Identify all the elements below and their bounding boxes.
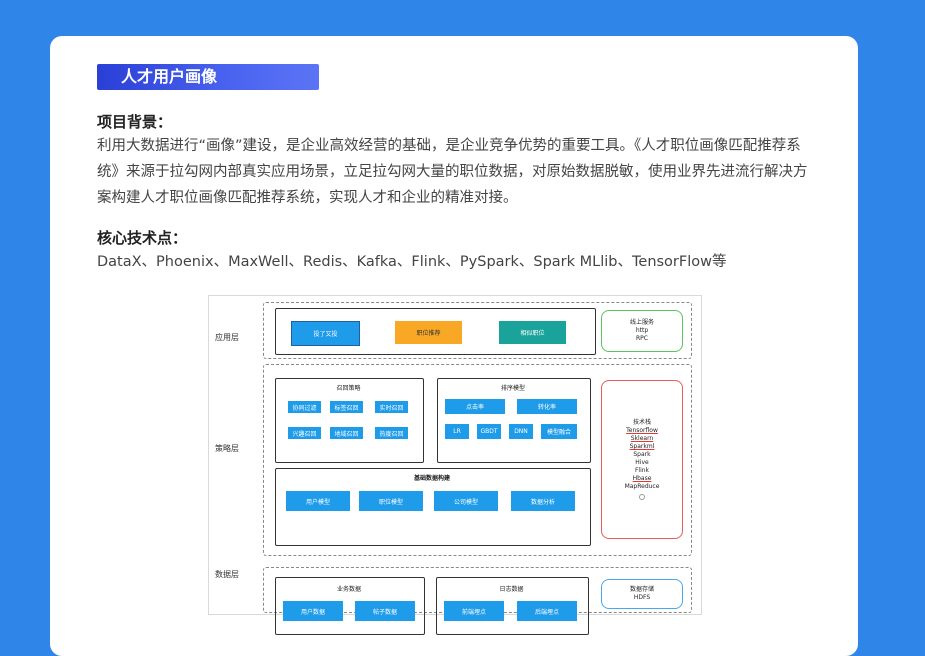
recall-title: 召回策略 bbox=[336, 385, 361, 392]
app-layer-label: 应用层 bbox=[215, 333, 239, 342]
tech-stack-item: Hive bbox=[635, 459, 649, 466]
rank-item: 模型融合 bbox=[541, 424, 577, 439]
section-title: 人才用户画像 bbox=[97, 64, 319, 90]
rank-frame bbox=[437, 378, 591, 463]
log-frame bbox=[436, 577, 589, 635]
tech-heading: 核心技术点： bbox=[97, 229, 188, 247]
recall-frame bbox=[275, 378, 424, 463]
rank-title: 排序模型 bbox=[500, 385, 525, 392]
content-card: 人才用户画像 项目背景： 利用大数据进行“画像”建设，是企业高效经营的基础，是企… bbox=[50, 36, 858, 656]
app-box-toutou: 投了又投 bbox=[291, 321, 360, 346]
rank-item: 点击率 bbox=[445, 399, 505, 414]
app-layer-frame bbox=[263, 302, 692, 359]
log-title: 日志数据 bbox=[499, 586, 524, 593]
business-title: 业务数据 bbox=[336, 586, 361, 593]
base-item: 用户模型 bbox=[286, 491, 350, 511]
base-item: 职位模型 bbox=[359, 491, 423, 511]
tech-stack-item: Sklearn bbox=[630, 435, 654, 442]
rank-item: LR bbox=[445, 424, 469, 439]
recall-item: 热度召回 bbox=[375, 427, 408, 439]
strategy-layer-label: 策略层 bbox=[215, 444, 239, 453]
base-item: 数据分析 bbox=[511, 491, 575, 511]
log-item: 后端埋点 bbox=[517, 601, 577, 621]
online-service-line-1: http bbox=[635, 327, 649, 334]
architecture-diagram: 应用层 投了又投 职位推荐 相似职位 线上服务 http RPC 策略层 召回策… bbox=[208, 295, 702, 635]
rank-item: DNN bbox=[509, 424, 533, 439]
data-layer-label: 数据层 bbox=[215, 570, 239, 579]
base-item: 公司模型 bbox=[434, 491, 498, 511]
recall-item: 地域召回 bbox=[330, 427, 363, 439]
tech-stack-title: 技术栈 bbox=[632, 419, 651, 426]
rank-item: GBDT bbox=[477, 424, 501, 439]
storage-title: 数据存储 bbox=[629, 586, 654, 593]
tech-stack-box: 技术栈 Tensorflow Sklearn Sparkml Spark Hiv… bbox=[601, 380, 683, 539]
tech-stack-item: MapReduce bbox=[624, 483, 660, 490]
recall-item: 标签召回 bbox=[330, 401, 363, 413]
recall-item: 实时召回 bbox=[375, 401, 408, 413]
online-service-box: 线上服务 http RPC bbox=[601, 310, 683, 352]
online-service-line-2: RPC bbox=[636, 335, 648, 342]
app-box-similar: 相似职位 bbox=[499, 321, 566, 344]
recall-item: 协同过滤 bbox=[288, 401, 321, 413]
base-data-title: 基础数据构建 bbox=[413, 475, 450, 482]
app-box-recommend: 职位推荐 bbox=[395, 321, 462, 344]
tech-stack-item: Spark bbox=[633, 451, 651, 458]
business-frame bbox=[275, 577, 425, 635]
background-heading: 项目背景： bbox=[97, 113, 173, 131]
app-box-frame bbox=[275, 308, 596, 355]
recall-item: 兴趣召回 bbox=[288, 427, 321, 439]
rank-item: 转化率 bbox=[517, 399, 577, 414]
online-service-title: 线上服务 bbox=[629, 319, 654, 326]
tech-stack-item: Sparkml bbox=[629, 443, 655, 450]
storage-box: 数据存储 HDFS bbox=[601, 579, 683, 609]
tech-stack-item: Hbase bbox=[632, 475, 652, 482]
background-paragraph: 利用大数据进行“画像”建设，是企业高效经营的基础，是企业竞争优势的重要工具。《人… bbox=[97, 138, 808, 206]
tech-stack-item: Flink bbox=[634, 467, 650, 474]
strategy-layer-frame bbox=[263, 364, 692, 556]
tech-stack-dot bbox=[639, 494, 645, 500]
tech-paragraph: DataX、Phoenix、MaxWell、Redis、Kafka、Flink、… bbox=[97, 254, 727, 270]
business-item: 用户数据 bbox=[283, 601, 343, 621]
storage-line: HDFS bbox=[633, 594, 651, 601]
base-data-frame bbox=[275, 468, 591, 546]
business-item: 帖子数据 bbox=[355, 601, 415, 621]
log-item: 前端埋点 bbox=[444, 601, 504, 621]
tech-stack-item: Tensorflow bbox=[626, 427, 658, 434]
